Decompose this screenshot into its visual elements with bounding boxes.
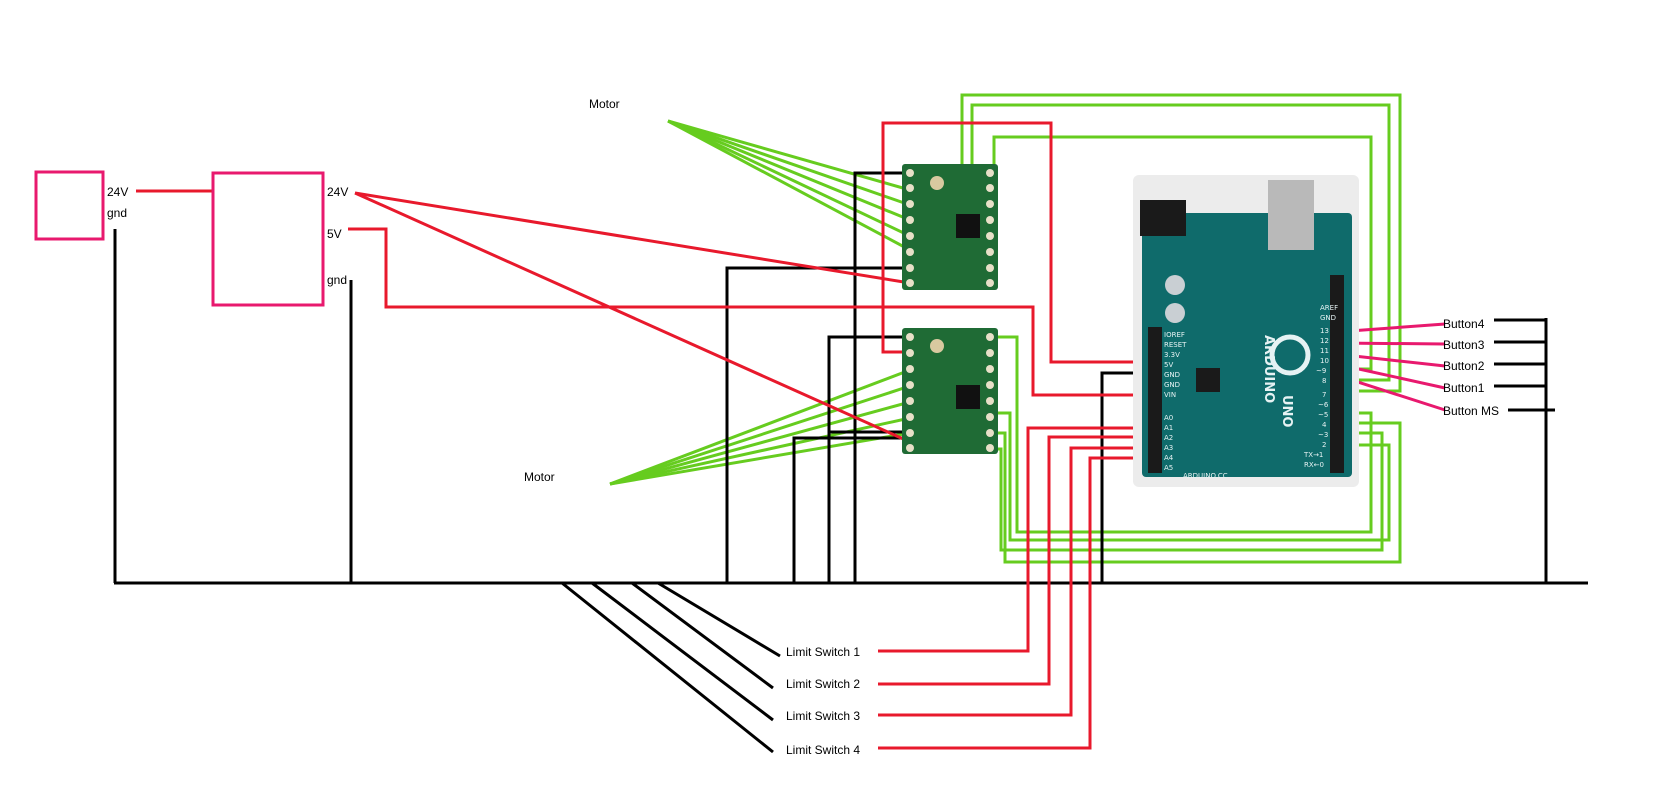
motor-bottom-label: Motor xyxy=(524,470,555,484)
power-source-box xyxy=(34,170,105,241)
button2-label: Button2 xyxy=(1443,359,1485,373)
psu-5v-label: 5V xyxy=(327,227,342,241)
analog-pin-label: A4 xyxy=(1164,454,1174,462)
button1-label: Button1 xyxy=(1443,381,1485,395)
button3-label: Button3 xyxy=(1443,338,1485,352)
power-pin-label: GND xyxy=(1164,371,1180,379)
digital-pin-label: ~3 xyxy=(1318,431,1328,439)
button4-label: Button4 xyxy=(1443,317,1485,331)
stepper-driver-bottom xyxy=(902,328,998,454)
digital-pin-label: 13 xyxy=(1320,327,1329,335)
analog-pin-label: A3 xyxy=(1164,444,1173,452)
digital-pin-label: 8 xyxy=(1322,377,1326,385)
analog-pin-label: A5 xyxy=(1164,464,1173,472)
motor-top-label: Motor xyxy=(589,97,620,111)
digital-pin-label: 7 xyxy=(1322,391,1326,399)
arduino-model: UNO xyxy=(1279,395,1294,428)
analog-pin-label: A2 xyxy=(1164,434,1173,442)
source-gnd-label: gnd xyxy=(107,206,127,220)
digital-pin-label: 10 xyxy=(1320,357,1329,365)
diagram-labels: 24V gnd 24V 5V gnd Motor Motor Button4 B… xyxy=(107,97,1499,757)
arduino-uno: ARDUINO UNO ARDUINO.CC 13 12 11 10 ~9 8 … xyxy=(1133,175,1359,487)
arduino-site: ARDUINO.CC xyxy=(1183,472,1228,480)
digital-pin-label: TX→1 xyxy=(1303,451,1323,459)
header-label: GND xyxy=(1320,314,1336,322)
stepper-driver-top xyxy=(902,164,998,290)
limit-switch-3-label: Limit Switch 3 xyxy=(786,709,860,723)
button-ms-label: Button MS xyxy=(1443,404,1499,418)
limit-switch-2-label: Limit Switch 2 xyxy=(786,677,860,691)
motor-bottom-wires xyxy=(609,368,911,486)
limit-switch-4-label: Limit Switch 4 xyxy=(786,743,860,757)
ground-wires xyxy=(113,171,1588,754)
arduino-brand: ARDUINO xyxy=(1261,335,1276,403)
digital-pin-label: ~5 xyxy=(1318,411,1328,419)
power-supply-box xyxy=(211,171,325,307)
digital-pin-label: RX←0 xyxy=(1304,461,1324,469)
source-24v-label: 24V xyxy=(107,185,128,199)
analog-pin-label: A0 xyxy=(1164,414,1173,422)
analog-pin-label: A1 xyxy=(1164,424,1173,432)
header-label: AREF xyxy=(1320,304,1338,312)
power-pin-label: VIN xyxy=(1164,391,1176,399)
digital-pin-label: 12 xyxy=(1320,337,1329,345)
digital-pin-label: ~6 xyxy=(1318,401,1329,409)
power-pin-label: 5V xyxy=(1164,361,1173,369)
power-pin-label: GND xyxy=(1164,381,1180,389)
digital-pin-label: 2 xyxy=(1322,441,1326,449)
psu-24v-label: 24V xyxy=(327,185,348,199)
digital-pin-label: 11 xyxy=(1320,347,1329,355)
power-wires xyxy=(136,121,1150,750)
digital-pin-label: ~9 xyxy=(1316,367,1326,375)
power-pin-label: 3.3V xyxy=(1164,351,1180,359)
digital-pin-label: 4 xyxy=(1322,421,1327,429)
power-pin-label: RESET xyxy=(1164,341,1187,349)
psu-gnd-label: gnd xyxy=(327,273,347,287)
power-pin-label: IOREF xyxy=(1164,331,1185,339)
limit-switch-1-label: Limit Switch 1 xyxy=(786,645,860,659)
motor-top-wires xyxy=(667,119,911,252)
